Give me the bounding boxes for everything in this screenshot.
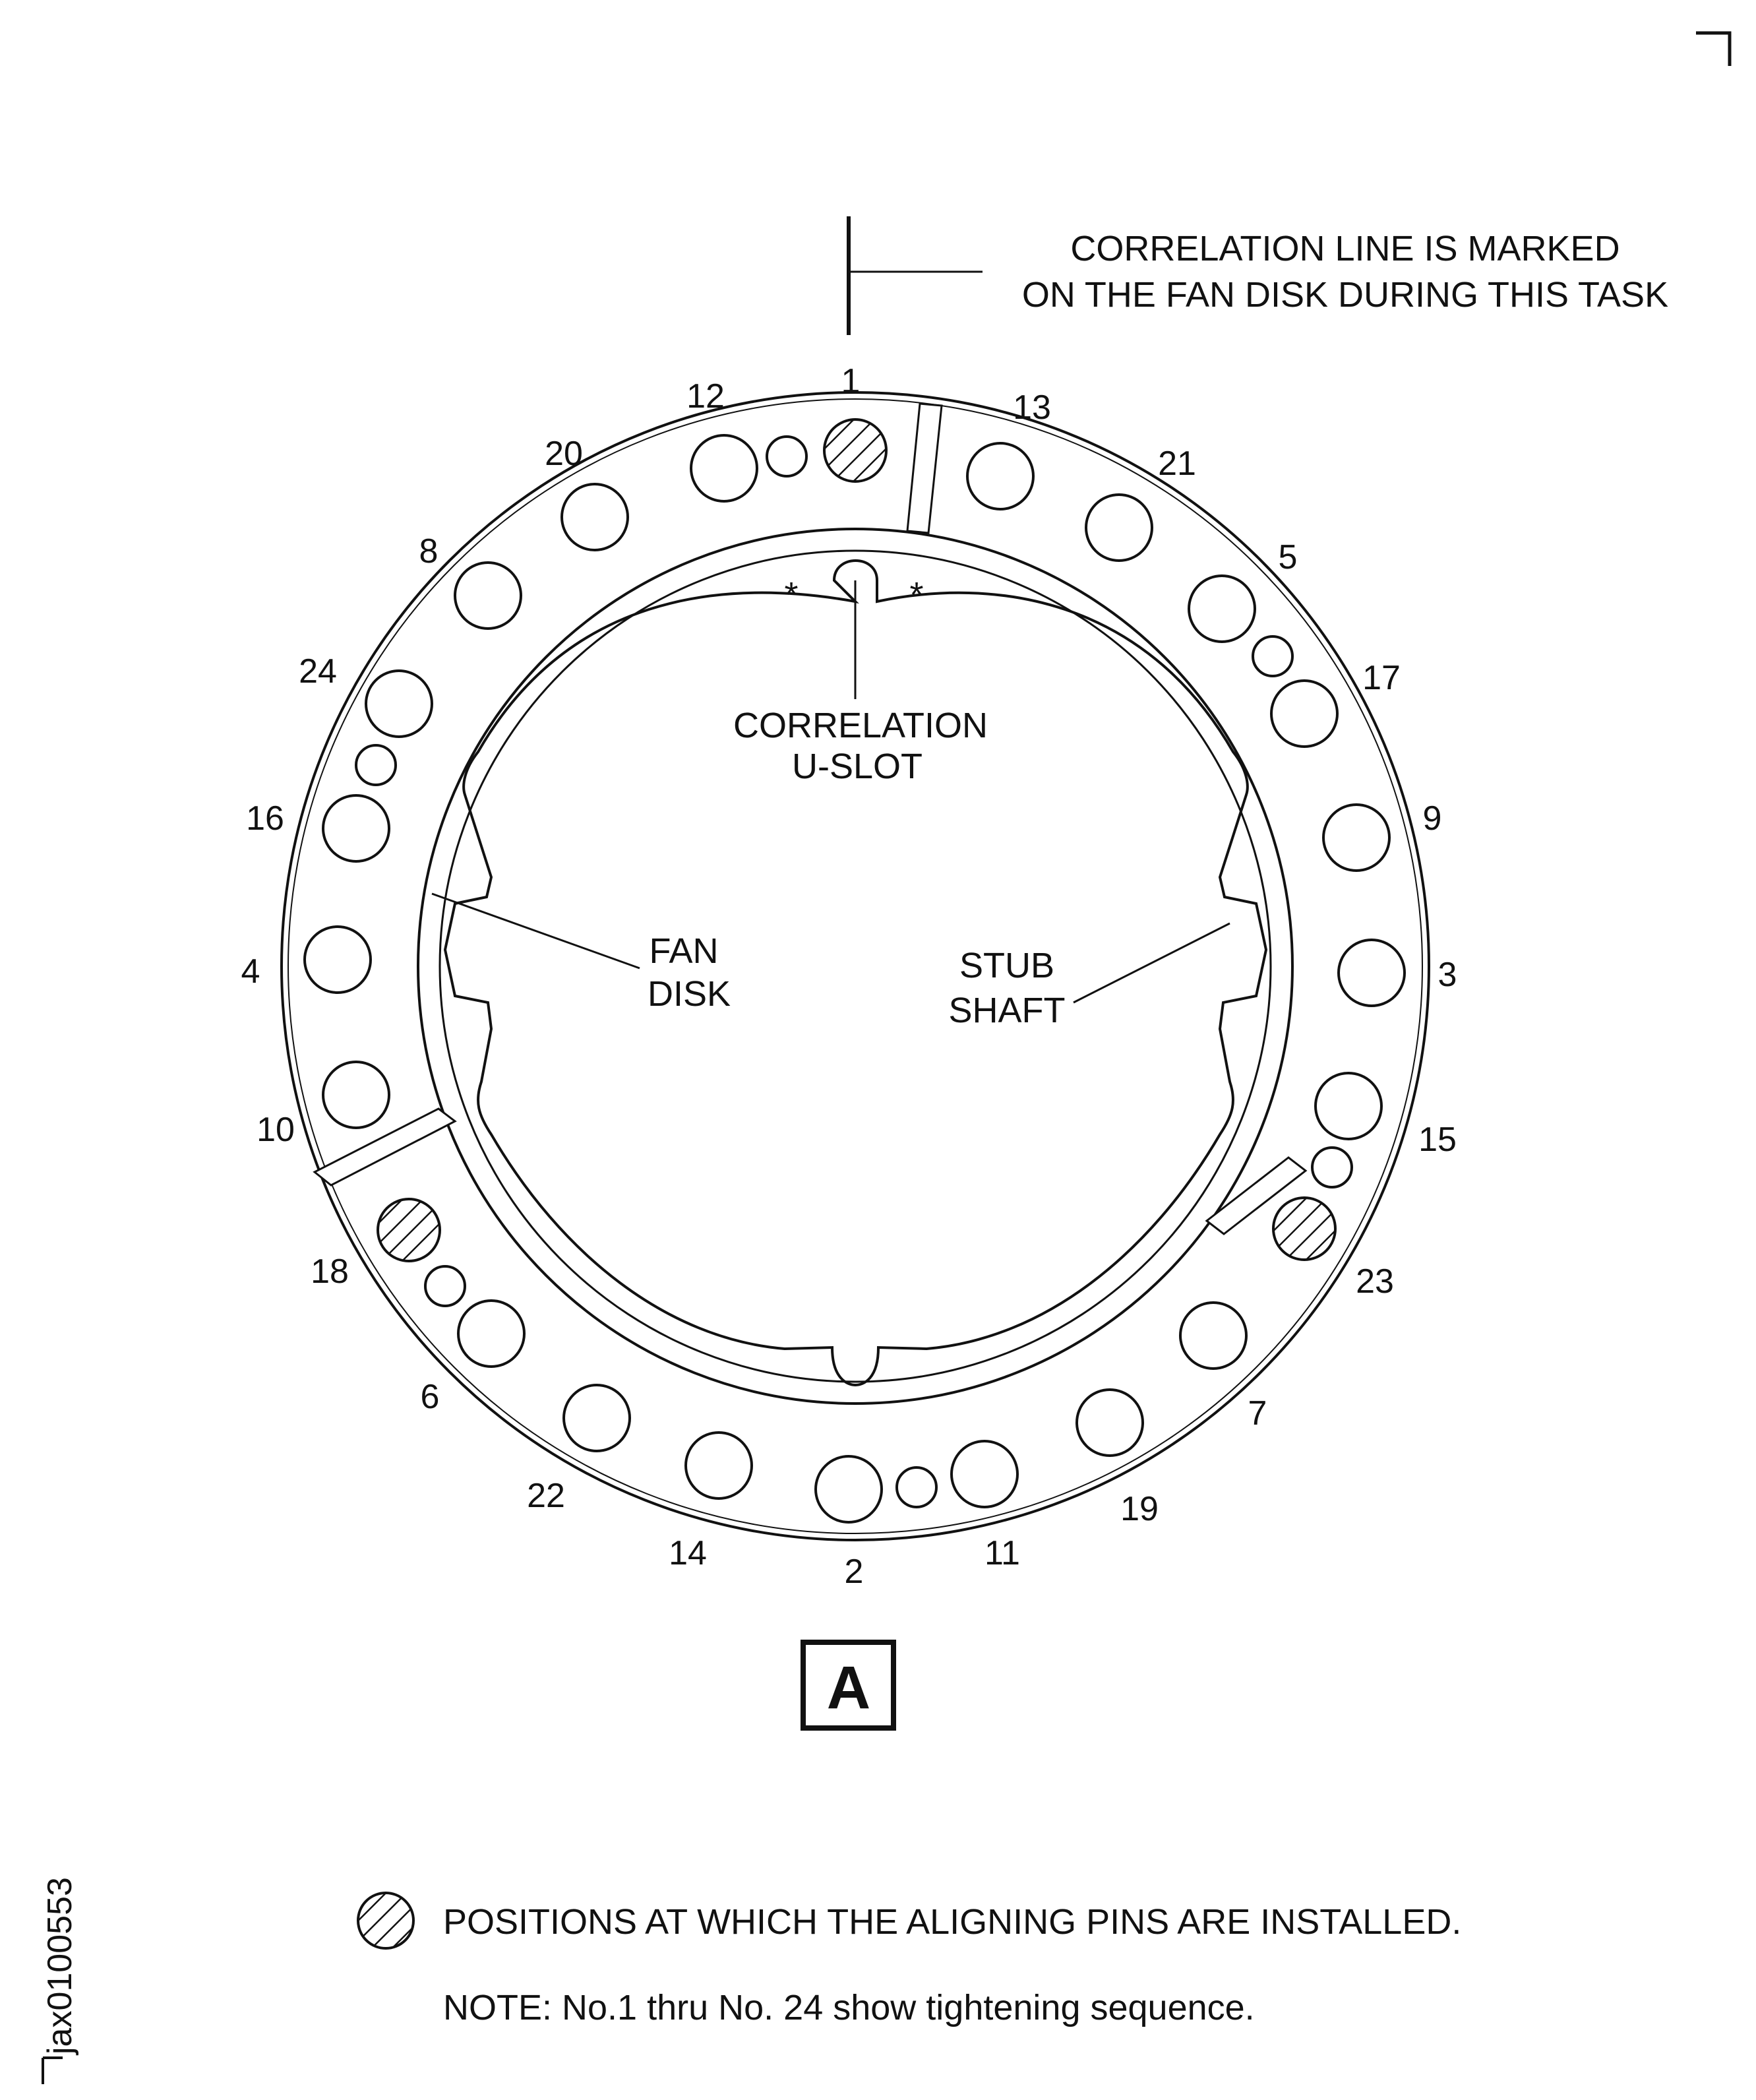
asterisk-right: * [909, 575, 923, 615]
bolt-number-6: 6 [421, 1378, 440, 1416]
bolt-number-15: 15 [1418, 1121, 1457, 1159]
aligning-pin-legend-icon [357, 1892, 415, 1950]
asterisk-left: * [784, 575, 798, 615]
header-note-line2: ON THE FAN DISK DURING THIS TASK [1022, 275, 1668, 315]
bolt-hole-16 [322, 794, 390, 863]
correlation-uslot-label-line1: CORRELATION [733, 706, 988, 745]
bolt-number-11: 11 [984, 1534, 1020, 1572]
bolt-hole-7 [1179, 1301, 1248, 1370]
bolt-number-17: 17 [1362, 659, 1401, 697]
bolt-number-9: 9 [1423, 799, 1442, 838]
bolt-number-24: 24 [299, 652, 337, 691]
crop-mark-top-right [1696, 31, 1732, 66]
bolt-number-1: 1 [841, 362, 861, 400]
bolt-number-16: 16 [246, 799, 284, 838]
correlation-uslot-label-line2: U-SLOT [792, 747, 923, 786]
stub-shaft-label-line1: STUB [959, 946, 1054, 985]
bolt-number-12: 12 [686, 377, 725, 416]
bolt-number-23: 23 [1356, 1262, 1394, 1301]
view-label: A [827, 1654, 870, 1721]
bolt-hole-21 [1085, 493, 1153, 562]
fan-disk-label-line1: FAN [649, 931, 718, 971]
bolt-number-8: 8 [419, 532, 439, 571]
small-hole-bottom [895, 1466, 938, 1508]
flange-ring [280, 391, 1430, 1541]
header-note-line1: CORRELATION LINE IS MARKED [1070, 229, 1620, 268]
bolt-hole-13 [966, 442, 1035, 510]
bolt-hole-4 [303, 925, 372, 994]
figure-id: jax0100553 [41, 1877, 79, 2056]
bolt-hole-11 [950, 1440, 1019, 1508]
bolt-hole-17 [1270, 679, 1339, 748]
bolt-hole-2 [814, 1455, 883, 1524]
view-label-box [801, 1640, 896, 1731]
bolt-number-14: 14 [669, 1534, 707, 1572]
bolt-hole-12 [690, 434, 758, 503]
bolt-number-10: 10 [257, 1111, 295, 1149]
bolt-hole-9 [1322, 803, 1391, 872]
bolt-hole-8 [454, 561, 522, 630]
bolt-number-22: 22 [527, 1477, 565, 1515]
small-hole-lower-right [1311, 1146, 1353, 1189]
bolt-number-20: 20 [545, 435, 583, 473]
bolt-hole-23 [1272, 1196, 1337, 1261]
bolt-hole-15 [1314, 1072, 1383, 1140]
legend-text: POSITIONS AT WHICH THE ALIGNING PINS ARE… [443, 1902, 1461, 1942]
bolt-number-2: 2 [845, 1553, 864, 1591]
bolt-hole-20 [560, 483, 629, 551]
bolt-hole-3 [1337, 939, 1406, 1007]
figure-id-corner-mark [42, 2056, 63, 2084]
small-hole-upper-left [355, 744, 397, 786]
bolt-hole-14 [684, 1431, 753, 1500]
stub-shaft-label-line2: SHAFT [948, 991, 1065, 1030]
bolt-hole-19 [1075, 1388, 1144, 1457]
small-hole-lower-left [424, 1265, 466, 1307]
small-hole-top [766, 435, 808, 478]
bolt-number-3: 3 [1438, 956, 1457, 994]
bolt-hole-1 [823, 418, 888, 483]
stub-shaft-leader [1073, 922, 1230, 1004]
segment-split-lines [313, 402, 1308, 1235]
stub-shaft-profile [443, 559, 1268, 1387]
bolt-hole-18 [377, 1198, 441, 1262]
bolt-number-21: 21 [1158, 445, 1196, 483]
sequence-note: NOTE: No.1 thru No. 24 show tightening s… [443, 1988, 1255, 2027]
bolt-hole-24 [365, 669, 433, 738]
bolt-hole-10 [322, 1061, 390, 1129]
bolt-number-7: 7 [1248, 1394, 1267, 1433]
bolt-number-13: 13 [1013, 388, 1051, 427]
bolt-number-labels: 1 12 13 20 21 8 5 24 17 16 9 4 3 10 15 1… [241, 362, 1457, 1591]
bolt-hole-5 [1188, 574, 1256, 643]
bolt-hole-22 [562, 1384, 631, 1452]
bolt-hole-6 [457, 1299, 526, 1368]
small-hole-upper-right [1252, 635, 1294, 677]
fan-disk-label-line2: DISK [648, 974, 731, 1014]
bolt-holes [303, 418, 1406, 1524]
bolt-number-5: 5 [1279, 538, 1298, 576]
bolt-number-19: 19 [1120, 1490, 1159, 1528]
bolt-number-4: 4 [241, 952, 260, 991]
fan-disk-leader [431, 892, 640, 970]
bolt-number-18: 18 [311, 1252, 349, 1291]
